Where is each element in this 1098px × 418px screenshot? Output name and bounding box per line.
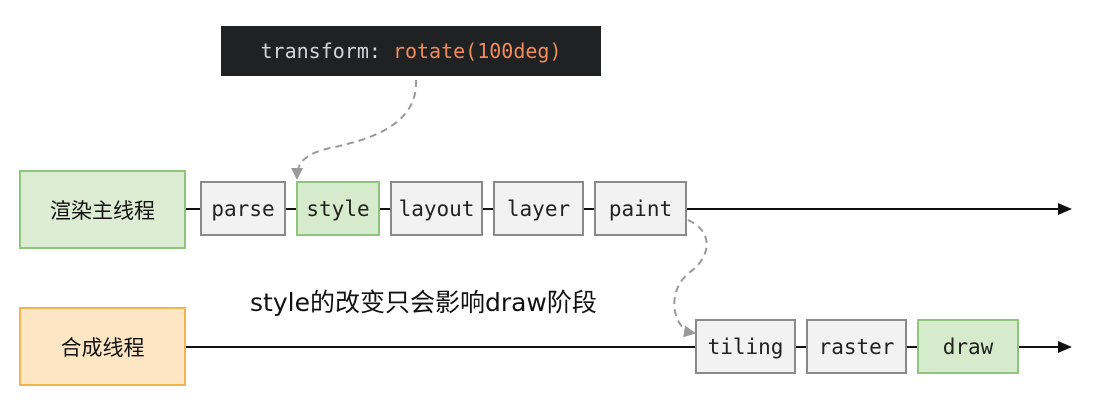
compositor-thread-label: 合成线程 [19,307,186,386]
code-property: transform: [260,39,393,63]
diagram-caption: style的改变只会影响draw阶段 [250,288,597,317]
stage-style: style [296,181,380,236]
stage-tiling: tiling [695,319,796,374]
stage-paint: paint [594,181,687,236]
stage-layout: layout [390,181,483,236]
main-thread-label: 渲染主线程 [19,170,186,249]
paint-to-tiling-arrow [673,219,708,338]
code-to-style-arrow [291,79,418,180]
stage-parse: parse [200,181,286,236]
stage-draw: draw [917,319,1019,374]
code-value: rotate(100deg) [392,39,562,63]
code-snippet: transform: rotate(100deg) [221,26,601,76]
stage-raster: raster [806,319,907,374]
stage-layer: layer [493,181,584,236]
